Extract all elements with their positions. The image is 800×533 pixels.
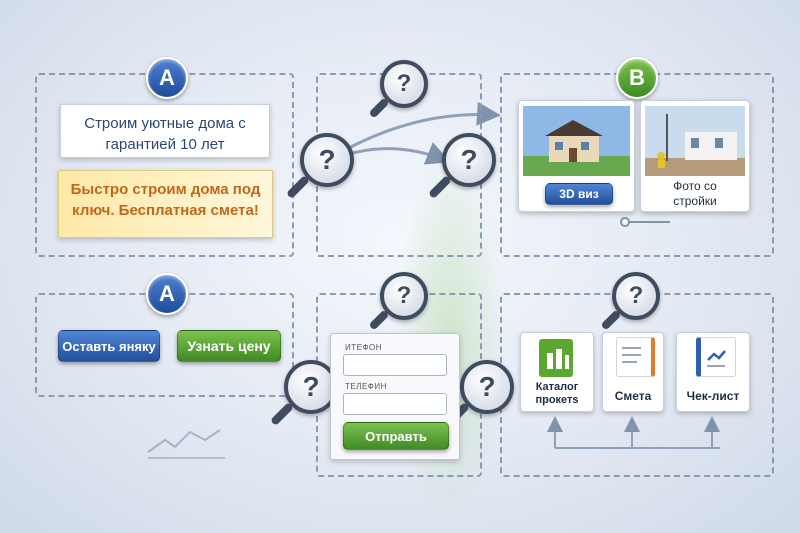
variant-a-badge-bottom: A <box>146 273 188 315</box>
3d-viz-button[interactable]: 3D виз <box>545 183 613 205</box>
form-field2-label: ТЕЛЕФИН <box>345 382 387 391</box>
estimate-card[interactable]: Смета <box>602 332 664 412</box>
lead-form: ИТЕФОН ТЕЛЕФИН Отправть <box>330 333 460 460</box>
form-field1-label: ИТЕФОН <box>345 343 383 352</box>
construction-photo-image <box>645 106 745 176</box>
catalog-icon <box>539 339 573 377</box>
estimate-icon <box>616 337 655 377</box>
leave-request-button[interactable]: Оставть яняку <box>58 330 160 362</box>
photo-card-3d[interactable]: 3D виз <box>518 100 635 212</box>
estimate-label: Смета <box>614 389 652 403</box>
construction-photo-label: Фото со стройки <box>673 179 717 208</box>
house-render-image <box>523 106 630 176</box>
variant-b-badge: B <box>616 57 658 99</box>
offer-card: Быстро строим дома под ключ. Бесплатная … <box>58 170 273 238</box>
question-magnifier-icon: ? <box>368 272 428 331</box>
form-submit-button[interactable]: Отправть <box>343 422 449 450</box>
question-magnifier-icon: ? <box>600 272 660 331</box>
checklist-card[interactable]: Чек-лист <box>676 332 750 412</box>
photo-card-construction[interactable]: Фото со стройки <box>640 100 750 212</box>
find-price-button[interactable]: Узнать цену <box>177 330 281 362</box>
checklist-label: Чек-лист <box>686 389 740 403</box>
question-magnifier-icon: ? <box>427 133 496 200</box>
question-magnifier-icon: ? <box>368 60 428 119</box>
headline-card: Строим уютные дома с гарантией 10 лет <box>60 104 270 158</box>
question-magnifier-icon: ? <box>285 133 354 200</box>
question-magnifier-icon: ? <box>445 360 514 427</box>
form-field2-input[interactable] <box>343 393 447 415</box>
catalog-label: Каталог прокетs <box>535 381 579 406</box>
form-field1-input[interactable] <box>343 354 447 376</box>
checklist-icon <box>696 337 736 377</box>
catalog-card[interactable]: Каталог прокетs <box>520 332 594 412</box>
variant-a-badge-top: A <box>146 57 188 99</box>
